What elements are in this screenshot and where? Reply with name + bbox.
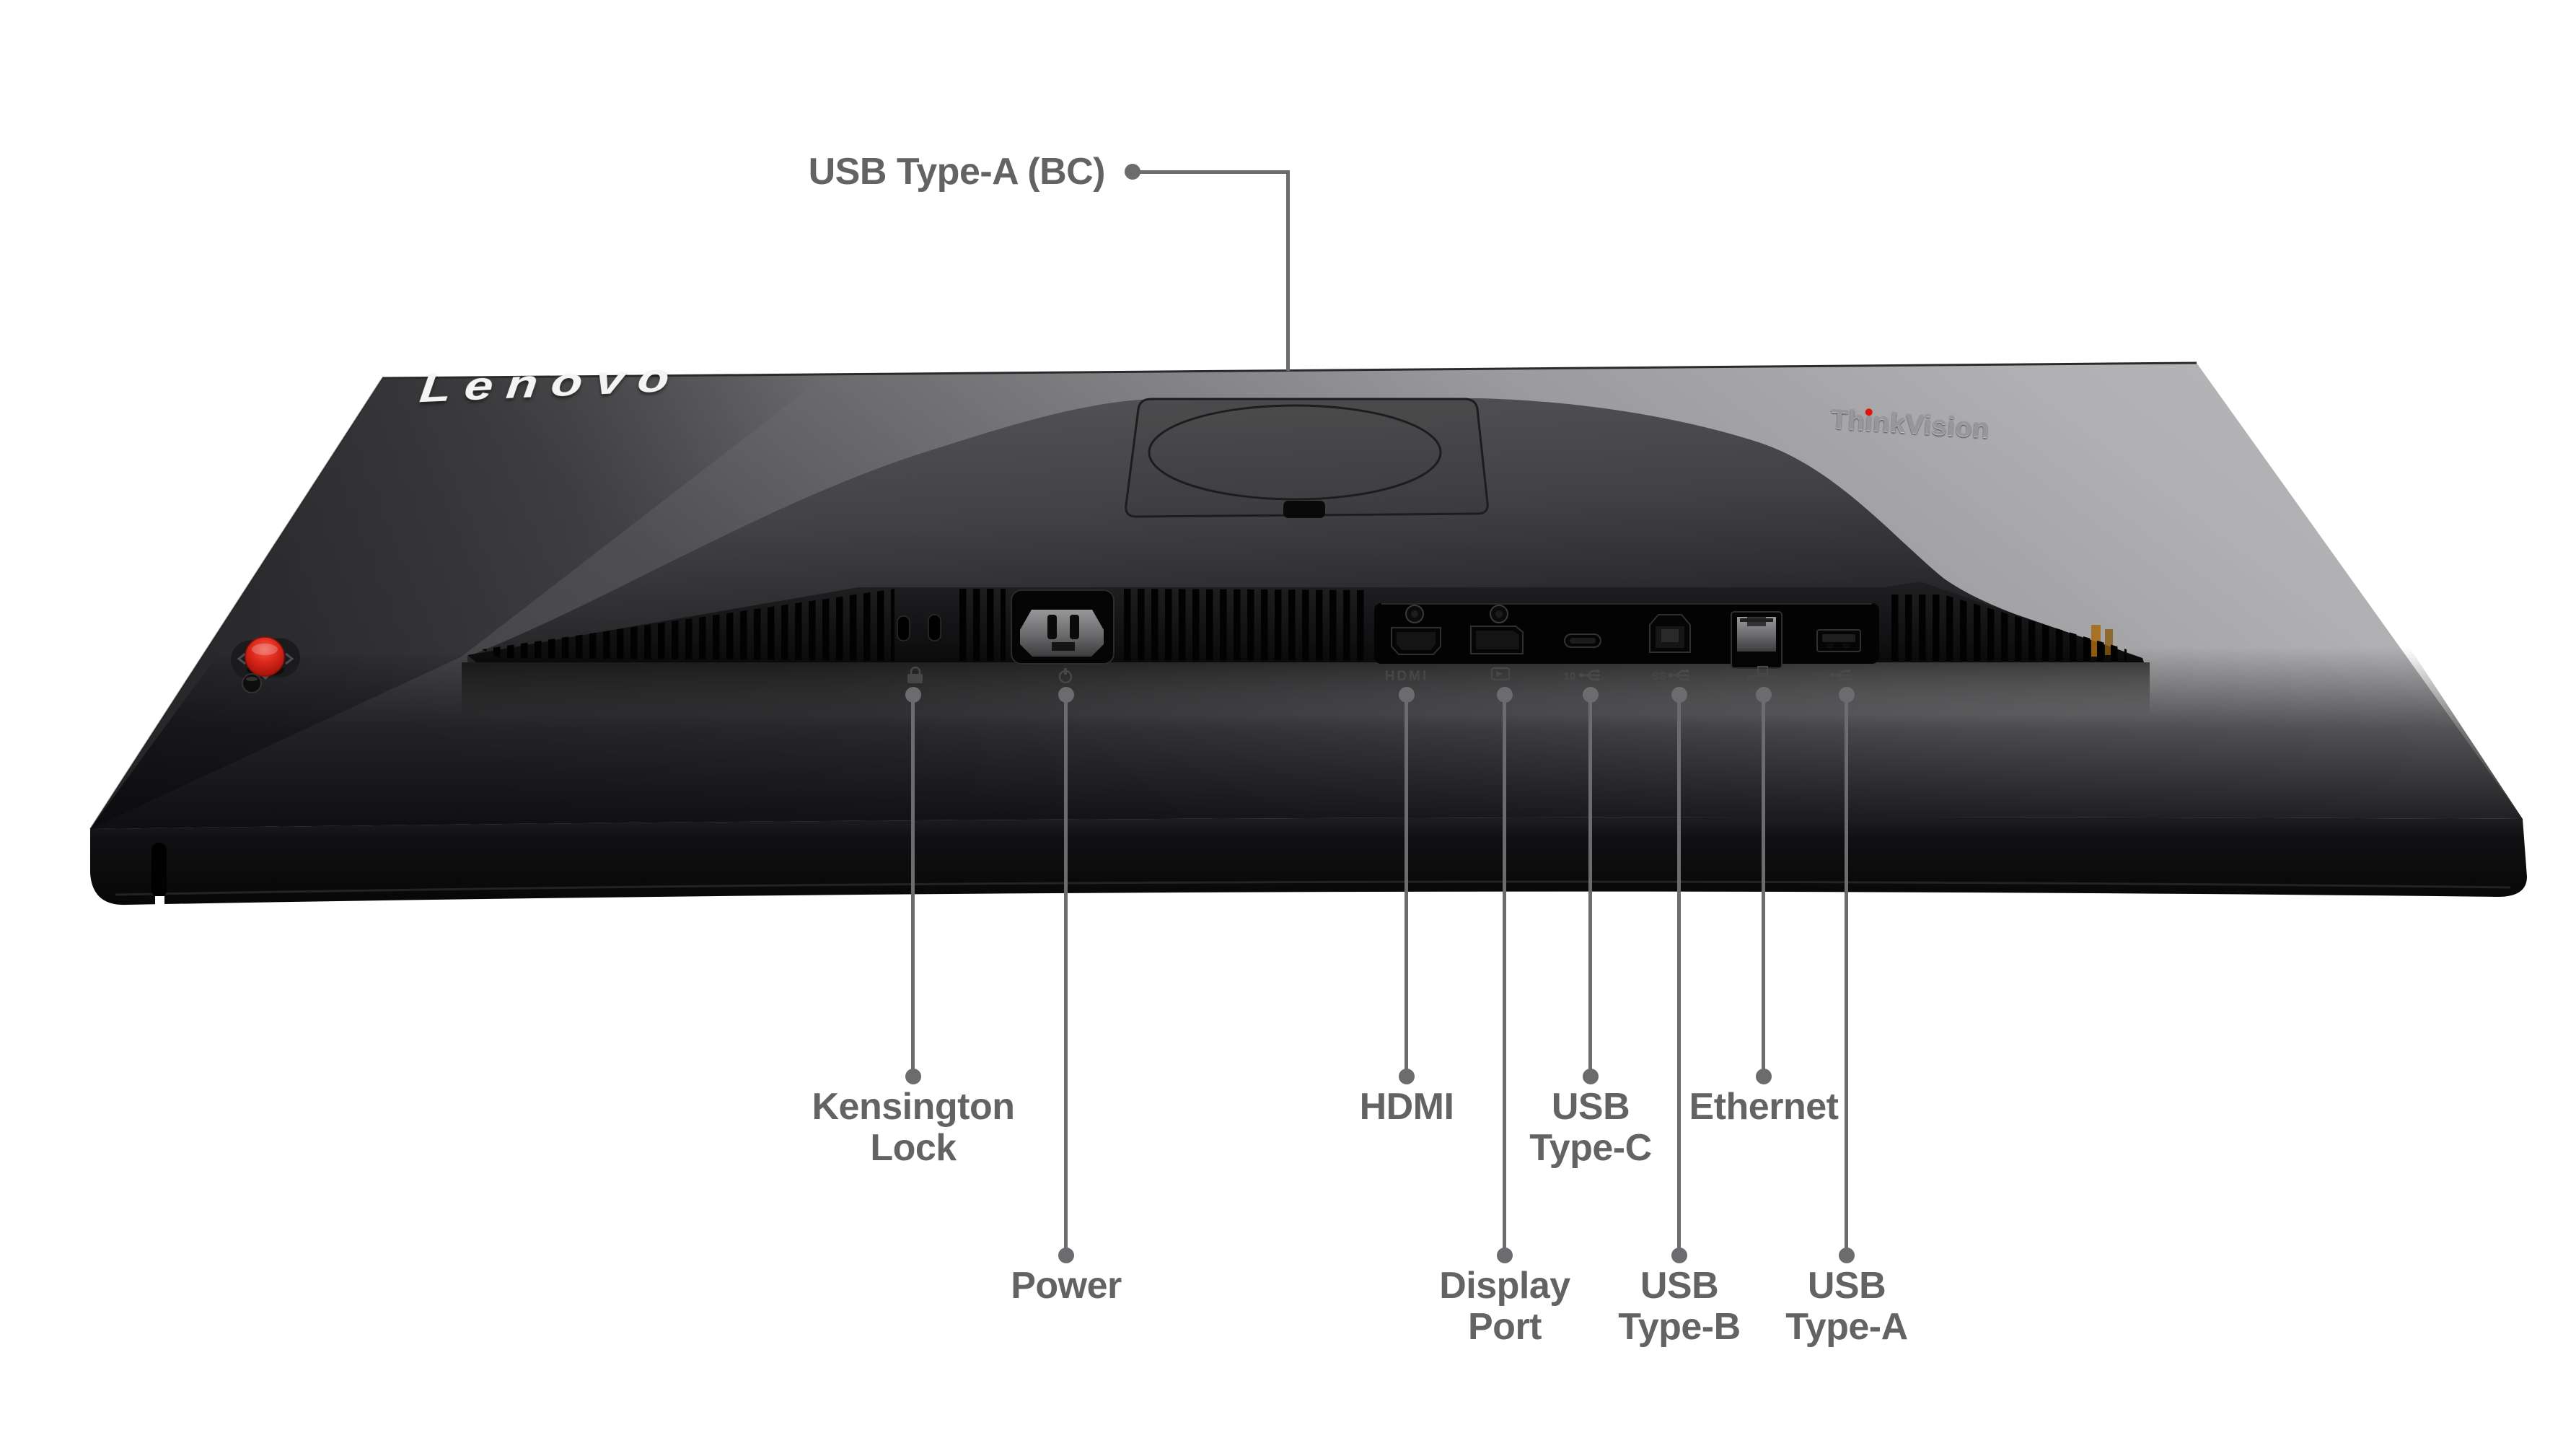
callout-line xyxy=(1762,695,1765,1076)
panel-left-edge xyxy=(89,377,383,830)
callout-dot xyxy=(1583,1069,1599,1084)
power-inlet-port xyxy=(1011,589,1115,665)
callout-label-usb-type-b: USB Type-B xyxy=(1521,1266,1838,1348)
callout-dot xyxy=(1756,1069,1772,1084)
callout-label-display-port: Display Port xyxy=(1346,1266,1663,1348)
callout-label-hdmi: HDMI xyxy=(1248,1087,1565,1128)
ethernet-port xyxy=(1731,611,1782,669)
callout-label-line: Type-A xyxy=(1785,1306,1908,1348)
stand-mount-circle xyxy=(1148,404,1442,501)
callout-label-line: HDMI xyxy=(1359,1086,1454,1128)
callout-dot xyxy=(905,1069,921,1084)
kensington-lock-slot xyxy=(897,614,941,641)
displayport-print-icon xyxy=(1490,667,1511,681)
callout-label-line: USB xyxy=(1807,1265,1886,1307)
callout-dot xyxy=(1058,1247,1074,1263)
callout-label-line: Type-B xyxy=(1618,1306,1741,1348)
displayport-port xyxy=(1470,626,1524,654)
kensington-lock-print-icon xyxy=(907,666,923,683)
callout-label-usb-type-a: USB Type-A xyxy=(1688,1266,2005,1348)
side-slot-gap xyxy=(155,896,164,908)
usb-b-port xyxy=(1649,614,1691,653)
callout-line xyxy=(1503,695,1506,1255)
callout-dot xyxy=(1671,1247,1687,1263)
chevron-right-icon xyxy=(285,652,294,665)
vent-grill-center xyxy=(1124,589,1371,661)
callout-label-usb-type-c: USB Type-C xyxy=(1432,1087,1749,1169)
callout-line xyxy=(1133,170,1290,174)
callout-line xyxy=(1286,170,1290,371)
callout-line xyxy=(1064,695,1068,1255)
callout-label-ethernet: Ethernet xyxy=(1605,1087,1922,1128)
callout-label-line: USB xyxy=(1551,1086,1630,1128)
callout-label-kensington-lock: Kensington Lock xyxy=(755,1087,1072,1169)
stand-release-latch xyxy=(1283,501,1325,518)
callout-dot xyxy=(1399,1069,1415,1084)
callout-label-line: Lock xyxy=(870,1127,957,1169)
callout-dot xyxy=(1497,1247,1513,1263)
callout-dot xyxy=(1839,1247,1855,1263)
callout-label-line: Type-C xyxy=(1529,1127,1652,1169)
hdmi-port xyxy=(1391,627,1441,655)
power-joystick-button xyxy=(245,636,285,677)
usb-a-port xyxy=(1816,629,1861,652)
callout-line xyxy=(1845,695,1848,1255)
usb-c-port xyxy=(1564,633,1601,648)
callout-line xyxy=(1588,695,1592,1076)
stand-mount-recess xyxy=(1125,398,1489,518)
vent-grill-left xyxy=(482,589,894,661)
monitor-side-face xyxy=(90,817,2527,905)
side-slot xyxy=(151,843,167,898)
usb-a-print-speed: SS xyxy=(1814,670,1828,683)
port-recess-panel xyxy=(1374,603,1879,664)
hdmi-print: HDMI xyxy=(1385,669,1429,684)
strip-floor-shadow xyxy=(462,662,2150,714)
callout-line xyxy=(1405,695,1408,1076)
side-face-seam xyxy=(115,880,2511,896)
ethernet-print-icon xyxy=(1746,665,1779,685)
callout-label-usb-type-a-bc: USB Type-A (BC) xyxy=(808,151,1106,193)
callout-label-line: Ethernet xyxy=(1689,1086,1839,1128)
joystick-control xyxy=(231,636,300,693)
callout-line xyxy=(1677,695,1681,1255)
callout-label-line: USB xyxy=(1640,1265,1719,1307)
callout-label-line: Kensington xyxy=(812,1086,1015,1128)
chevron-left-icon xyxy=(237,652,246,665)
vent-grill-mid-left xyxy=(957,589,1006,661)
screw-hole xyxy=(1405,605,1508,623)
usb-b-print-speed: SS xyxy=(1652,670,1666,683)
callout-label-line: Power xyxy=(1011,1265,1122,1307)
callout-label-power: Power xyxy=(907,1266,1225,1307)
callout-line xyxy=(911,695,915,1076)
callout-label-line: Port xyxy=(1468,1306,1542,1348)
vent-grill-right xyxy=(1889,595,2127,661)
power-print-icon xyxy=(1058,668,1073,684)
usb-c-print-speed: 10 xyxy=(1563,670,1575,683)
menu-button xyxy=(242,673,262,693)
callout-label-line: Display xyxy=(1439,1265,1570,1307)
